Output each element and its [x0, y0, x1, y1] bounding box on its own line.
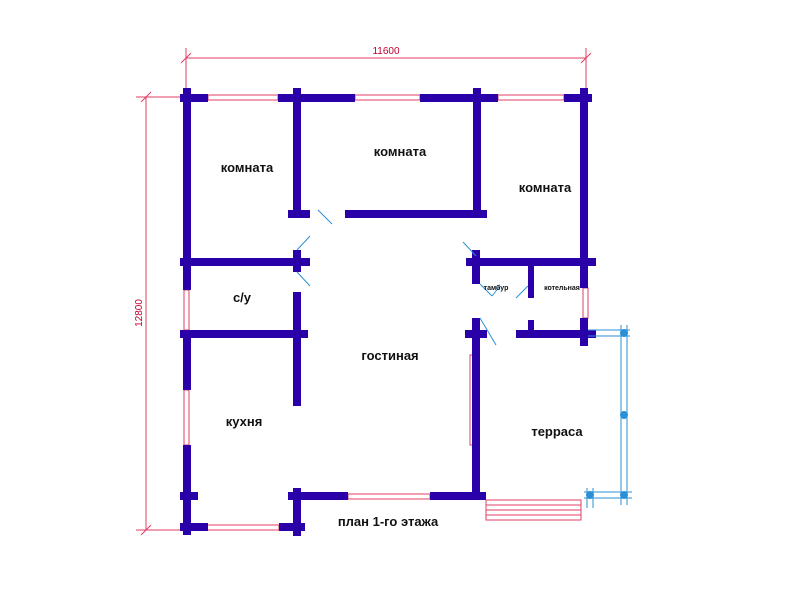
living-room-label: гостиная [361, 348, 418, 363]
room-right-label: комната [519, 180, 572, 195]
kitchen-label: кухня [226, 414, 263, 429]
room-left-label: комната [221, 160, 274, 175]
vestibule-label: тамбур [484, 284, 509, 292]
dimension-lines [136, 48, 592, 536]
boiler-room-label: котельная [544, 285, 580, 292]
height-dimension-label: 12800 [134, 299, 145, 327]
door-marks [296, 209, 529, 346]
walls [180, 88, 596, 536]
terrace-stairs [485, 499, 582, 521]
width-dimension-label: 11600 [372, 46, 400, 57]
plan-title: план 1-го этажа [338, 514, 439, 529]
terrace-railing [584, 325, 632, 508]
room-center-label: комната [374, 144, 427, 159]
bathroom-label: с/у [233, 290, 252, 305]
terrace-label: терраса [531, 424, 583, 439]
